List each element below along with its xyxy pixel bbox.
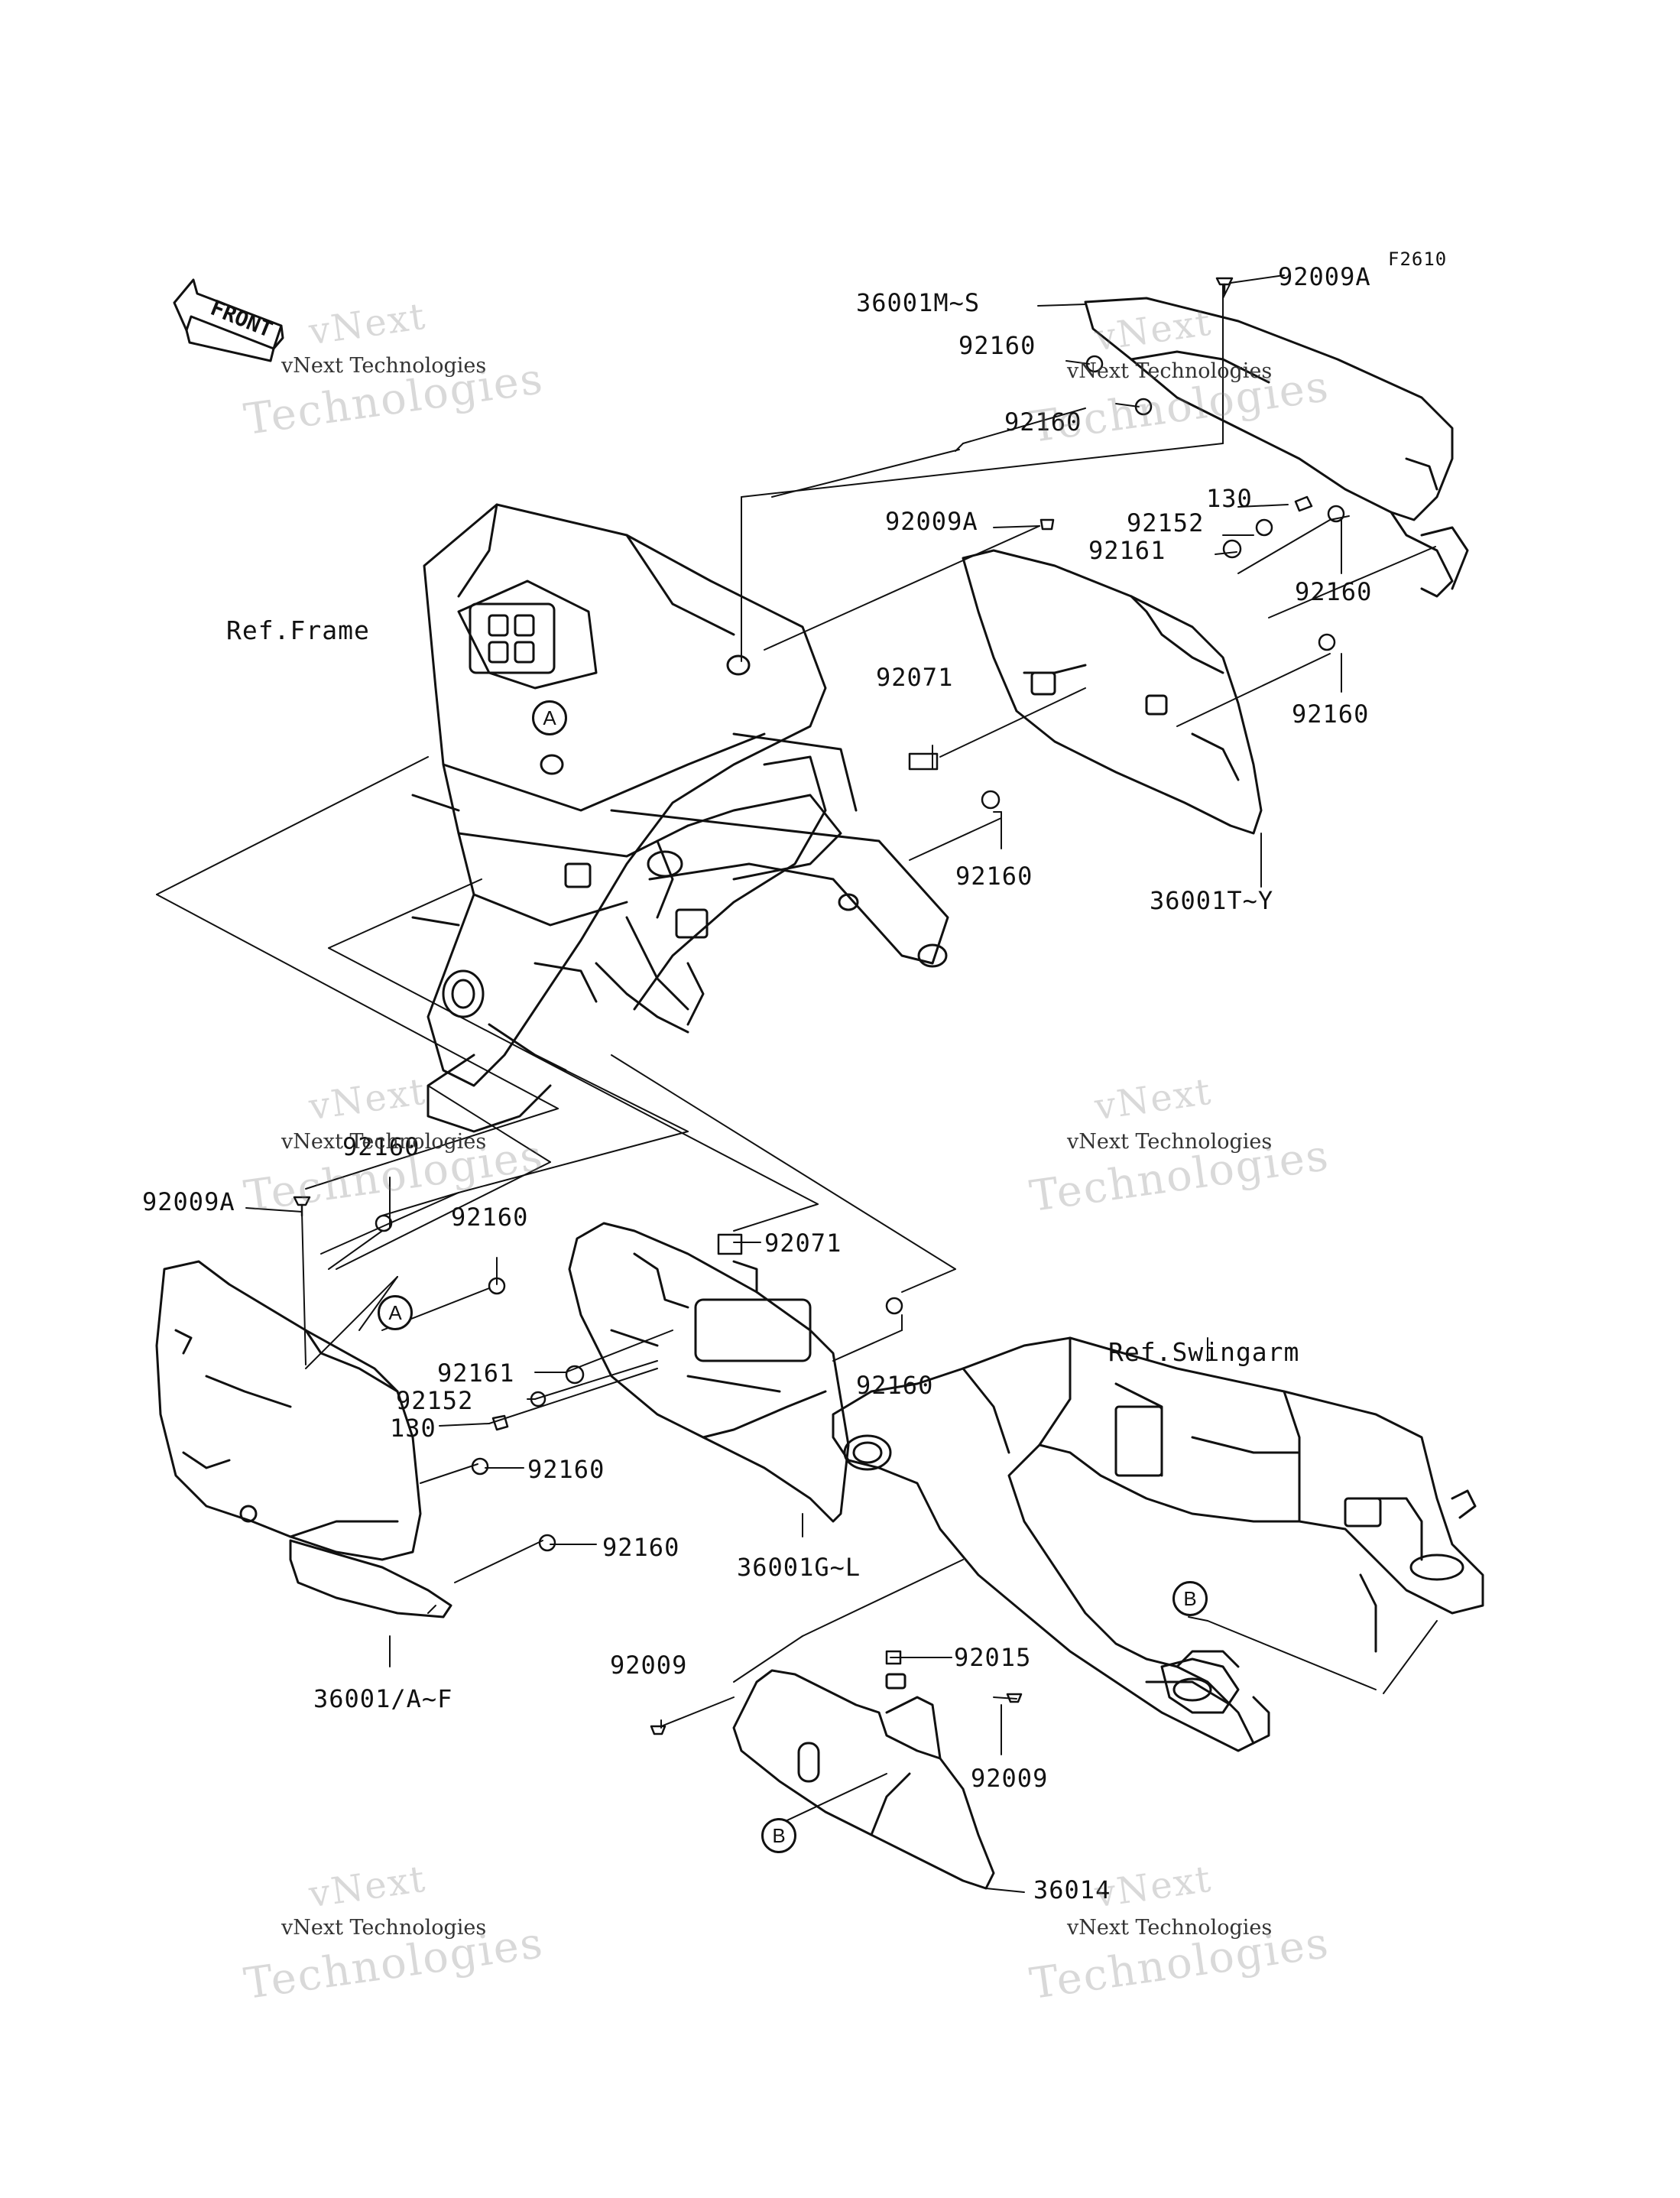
part-label-92015: 92015 [954, 1643, 1032, 1672]
swingarm-outline [832, 1336, 1484, 1752]
figure-code: F2610 [1388, 248, 1448, 270]
part-label-36001a-f: 36001/A~F [313, 1684, 453, 1713]
bolt-92009a-top [1215, 277, 1234, 286]
part-label-92160-2: 92160 [1004, 407, 1082, 437]
grommet-92161-top [1222, 539, 1242, 559]
part-label-92071-mid: 92071 [764, 1229, 842, 1258]
part-label-92161-top: 92161 [1088, 536, 1166, 565]
part-label-92152-mid: 92152 [396, 1386, 474, 1415]
front-direction-arrow: FRONT [173, 278, 284, 362]
washer-92160-6 [375, 1214, 393, 1232]
washer-92152-mid [530, 1391, 546, 1407]
part-label-92009a-left: 92009A [142, 1187, 235, 1216]
callout-a-fairing: A [378, 1295, 413, 1330]
washer-92160-7 [488, 1277, 506, 1295]
part-label-130-top: 130 [1206, 484, 1253, 513]
part-label-36001t-y: 36001T~Y [1150, 886, 1274, 915]
washer-92160-5 [981, 790, 1001, 810]
callout-b-swingarm: B [1172, 1581, 1208, 1616]
washer-92152-top [1255, 518, 1273, 537]
part-label-92009a-mid: 92009A [885, 507, 978, 536]
grommet-92161-mid [565, 1365, 585, 1385]
ref-swingarm-label: Ref.Swingarm [1108, 1337, 1300, 1367]
washer-92160-2 [1134, 398, 1153, 416]
part-label-92152-top: 92152 [1127, 508, 1205, 537]
part-label-36014: 36014 [1033, 1875, 1111, 1904]
part-label-92160-7: 92160 [451, 1203, 529, 1232]
upper-fairing-36001m-s [1084, 297, 1469, 598]
callout-b-chain-guard: B [761, 1818, 796, 1853]
part-label-92160-10: 92160 [856, 1371, 934, 1400]
part-label-92160-1: 92160 [958, 331, 1036, 360]
washer-92160-1 [1085, 355, 1104, 373]
part-label-92161-mid: 92161 [437, 1359, 515, 1388]
bolt-130-top [1294, 495, 1313, 512]
bolt-92009-right [1006, 1693, 1023, 1703]
grommet-92071-mid [717, 1233, 743, 1255]
washer-92160-3 [1327, 505, 1345, 523]
part-label-92160-4: 92160 [1292, 700, 1370, 729]
washer-92160-8 [471, 1457, 489, 1476]
fasteners [293, 277, 1345, 1735]
part-label-92160-6: 92160 [342, 1132, 420, 1161]
side-cover-36001t-y [962, 549, 1263, 835]
part-label-92160-5: 92160 [955, 862, 1033, 891]
part-label-92009-left: 92009 [610, 1651, 688, 1680]
part-label-36001m-s: 36001M~S [856, 288, 981, 317]
frame-outline [411, 503, 949, 1133]
bolt-92009-left [650, 1725, 666, 1735]
part-label-92009a-top: 92009A [1278, 262, 1371, 291]
part-label-92071-top: 92071 [876, 663, 954, 692]
part-label-130-mid: 130 [390, 1414, 436, 1443]
ref-frame-label: Ref.Frame [226, 615, 370, 645]
bolt-92009a-mid [1039, 518, 1055, 531]
washer-92160-10 [885, 1297, 903, 1315]
part-label-92160-9: 92160 [602, 1533, 680, 1562]
part-label-36001g-l: 36001G~L [737, 1553, 861, 1582]
chain-guard-36014 [732, 1669, 995, 1890]
part-label-92009-right: 92009 [971, 1764, 1049, 1793]
leader-lines [156, 274, 1438, 1893]
part-label-92160-3: 92160 [1295, 577, 1373, 606]
part-label-92160-8: 92160 [527, 1455, 605, 1484]
bolt-130-mid [491, 1414, 509, 1431]
callout-a-frame: A [532, 700, 567, 735]
grommet-92071-top [908, 752, 939, 771]
lower-fairing-36001a-f [155, 1260, 452, 1618]
washer-92160-4 [1318, 633, 1336, 651]
washer-92160-9 [538, 1534, 556, 1552]
lower-cover-36001g-l [568, 1222, 850, 1523]
clip-92015 [885, 1650, 902, 1665]
bolt-92009a-left [293, 1196, 311, 1206]
